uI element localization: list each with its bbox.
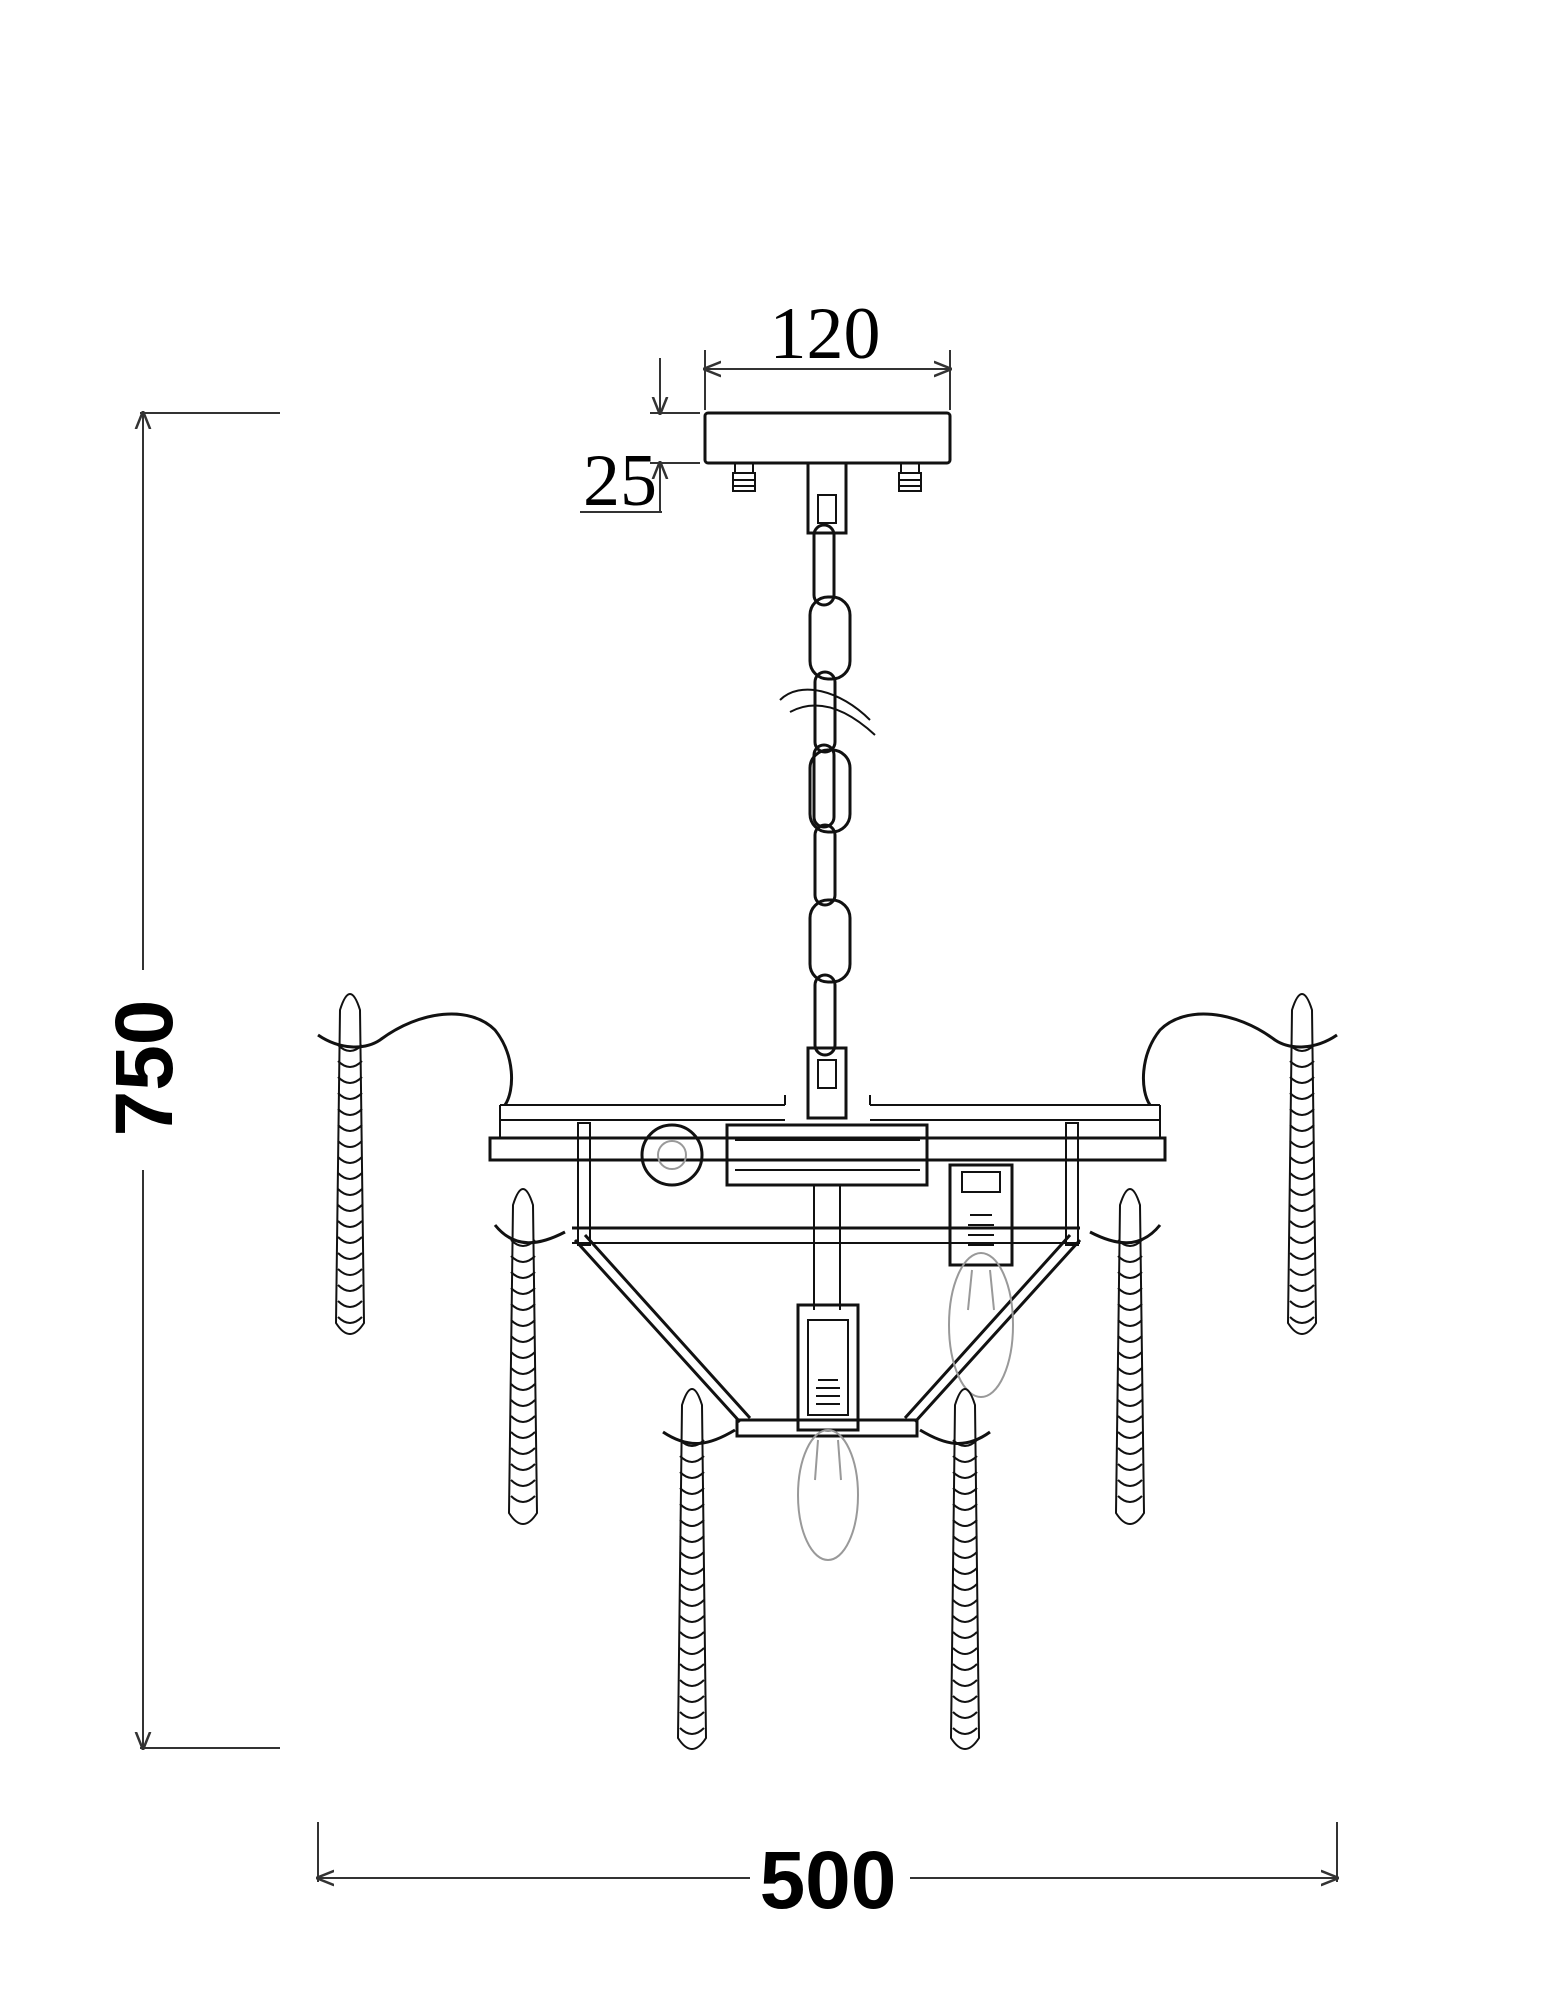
crystal-strand xyxy=(676,1388,708,1750)
canopy-height-label: 25 xyxy=(583,440,657,522)
crystal-strand xyxy=(1114,1188,1146,1525)
upper-arms xyxy=(317,1012,1338,1106)
candle-socket-right xyxy=(948,1163,1014,1398)
dimension-canopy-height: 25 xyxy=(580,358,700,522)
total-height-label: 750 xyxy=(99,1000,190,1137)
lower-frame xyxy=(493,1122,1162,1446)
crystal-pendants xyxy=(334,993,1318,1750)
crystal-strand xyxy=(507,1188,539,1525)
total-width-label: 500 xyxy=(760,1835,897,1926)
canopy-width-label: 120 xyxy=(770,293,881,375)
dimension-total-height: 750 xyxy=(99,413,280,1748)
upper-frame xyxy=(488,1095,1167,1310)
crystal-strand xyxy=(1286,993,1318,1335)
suspension-chain xyxy=(779,523,876,1120)
crystal-strand xyxy=(949,1388,981,1750)
crystal-strand xyxy=(334,993,366,1335)
dimension-canopy-width: 120 xyxy=(705,293,950,410)
dimension-total-width: 500 xyxy=(318,1822,1337,1926)
candle-socket-center xyxy=(796,1303,860,1561)
ceiling-canopy xyxy=(703,411,952,535)
